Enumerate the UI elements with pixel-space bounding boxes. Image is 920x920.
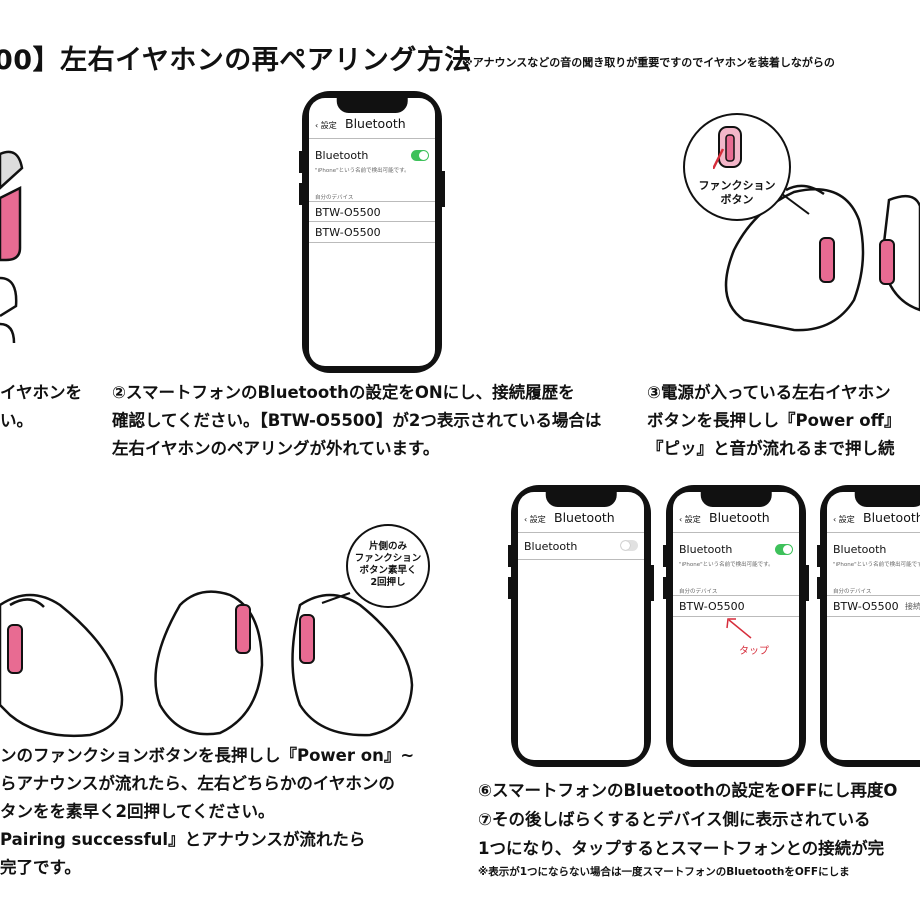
my-devices-label: 自分のデバイス: [315, 195, 354, 201]
device-row[interactable]: BTW-O5500: [309, 221, 435, 243]
bluetooth-row: Bluetooth: [518, 532, 644, 560]
phone-bluetooth-off: ‹ 設定 Bluetooth Bluetooth: [508, 485, 654, 767]
step4-text: ンのファンクションボタンを長押しし『Power on』~ らアナウンスが流れたら…: [0, 746, 415, 877]
step1-text: イヤホンを い。: [0, 383, 83, 430]
back-link[interactable]: ‹ 設定: [315, 121, 337, 130]
my-devices-label: 自分のデバイス: [679, 589, 718, 595]
bluetooth-row: Bluetooth "iPhone"という名前で検出可能です。: [309, 138, 435, 175]
earbud-closeup-icon: [713, 126, 742, 169]
phone-bluetooth-history: ‹ 設定 Bluetooth Bluetooth "iPhone"という名前で検…: [299, 91, 445, 373]
function-button-callout: ファンクション ボタン: [683, 113, 791, 221]
phone-bluetooth-tap-device: ‹ 設定 Bluetooth Bluetooth "iPhone"という名前で検…: [663, 485, 809, 767]
tap-label: タップ: [739, 646, 769, 657]
device-row[interactable]: BTW-O5500: [673, 595, 799, 617]
device-row[interactable]: BTW-O5500 接続: [827, 595, 920, 617]
bluetooth-row: Bluetooth "iPhone"という名前で検出可能です。: [827, 532, 920, 569]
screen-title: Bluetooth: [345, 116, 406, 131]
bottom-note: ※表示が1つにならない場合は一度スマートフォンのBluetoothをOFFにしま: [478, 866, 850, 878]
tap-arrow-icon: [726, 618, 752, 639]
step3-text: ③電源が入っている左右イヤホン ボタンを長押しし『Power off』 『ピッ』…: [647, 383, 901, 458]
top-note: ※アナウンスなどの音の聞き取りが重要ですのでイヤホンを装着しながらの: [462, 56, 835, 69]
screen-title: Bluetooth: [709, 510, 770, 525]
screen-title: Bluetooth: [554, 510, 615, 525]
back-link[interactable]: ‹ 設定: [833, 515, 855, 524]
device-row[interactable]: BTW-O5500: [309, 201, 435, 222]
step6-text: ⑥スマートフォンのBluetoothの設定をOFFにし再度O ⑦その後しばらくす…: [478, 781, 898, 858]
phone-bluetooth-connected: ‹ 設定 Bluetooth Bluetooth "iPhone"という名前で検…: [817, 485, 920, 767]
bluetooth-row: Bluetooth "iPhone"という名前で検出可能です。: [673, 532, 799, 569]
bluetooth-toggle[interactable]: [775, 544, 793, 555]
my-devices-label: 自分のデバイス: [833, 589, 872, 595]
double-press-callout: 片側のみ ファンクション ボタン素早く 2回押し: [346, 524, 430, 608]
screen-title: Bluetooth: [863, 510, 920, 525]
bluetooth-toggle[interactable]: [620, 540, 638, 551]
back-link[interactable]: ‹ 設定: [679, 515, 701, 524]
back-link[interactable]: ‹ 設定: [524, 515, 546, 524]
step2-text: ②スマートフォンのBluetoothの設定をONにし、接続履歴を 確認してくださ…: [112, 383, 602, 458]
connected-status: 接続: [905, 602, 920, 611]
earbud-case-illustration: [0, 150, 24, 344]
page-title: 00】左右イヤホンの再ペアリング方法: [0, 45, 472, 76]
bluetooth-toggle[interactable]: [411, 150, 429, 161]
hands-power-on-illustration: [0, 590, 414, 738]
